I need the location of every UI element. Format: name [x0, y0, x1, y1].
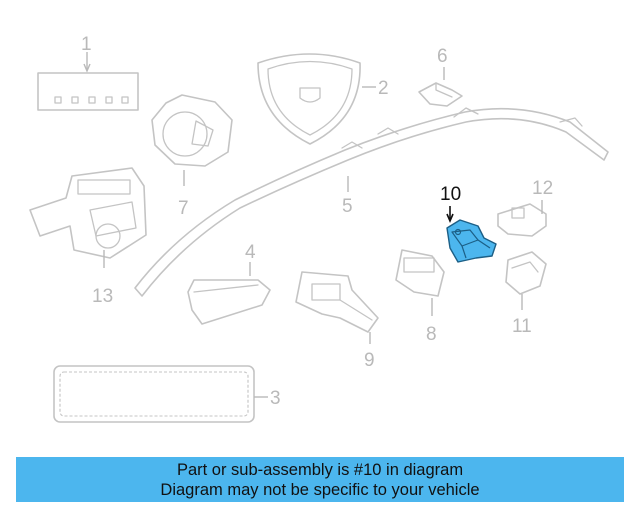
part-7[interactable] [151, 94, 233, 167]
info-banner: Part or sub-assembly is #10 in diagram D… [16, 457, 624, 502]
part-5[interactable] [134, 107, 609, 297]
callout-10: 10 [440, 184, 461, 205]
callout-11: 11 [512, 316, 532, 337]
callout-7: 7 [178, 198, 189, 219]
callout-8: 8 [426, 324, 437, 345]
banner-line-part: Part or sub-assembly is #10 in diagram [176, 460, 464, 479]
callout-4: 4 [245, 242, 256, 263]
callout-9: 9 [364, 350, 375, 371]
part-11[interactable] [505, 251, 547, 295]
callout-3: 3 [270, 388, 281, 409]
callout-2: 2 [378, 78, 389, 99]
part-13[interactable] [29, 167, 147, 259]
part-8[interactable] [395, 249, 445, 297]
callout-1: 1 [81, 34, 92, 55]
part-3[interactable] [53, 365, 255, 423]
part-6[interactable] [418, 82, 463, 107]
banner-line-disclaimer: Diagram may not be specific to your vehi… [160, 480, 480, 499]
callout-12: 12 [532, 178, 553, 199]
part-4[interactable] [187, 279, 271, 325]
part-12[interactable] [497, 203, 547, 237]
part-2[interactable] [257, 53, 361, 145]
parts-diagram: 1 2 3 4 5 6 7 8 9 10 11 12 13 [29, 34, 609, 423]
part-9[interactable] [295, 271, 379, 333]
part-10[interactable] [446, 219, 497, 263]
callout-13: 13 [92, 286, 113, 307]
part-1[interactable] [37, 72, 139, 111]
callout-5: 5 [342, 196, 353, 217]
callout-6: 6 [437, 46, 448, 67]
